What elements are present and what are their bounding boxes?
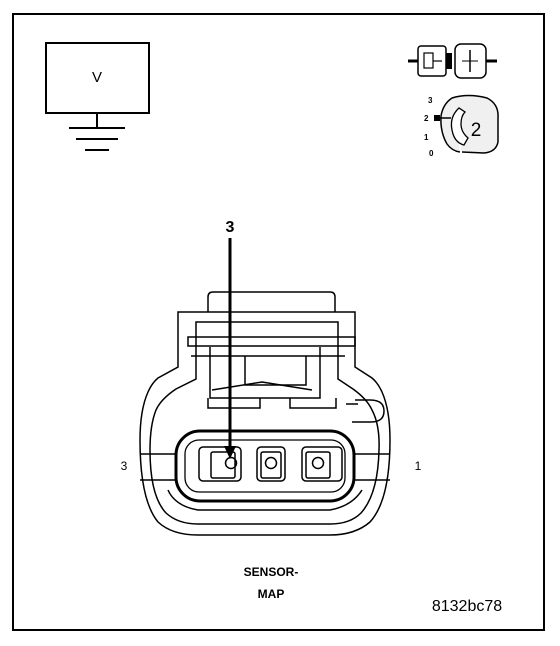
pin-cavity-3 bbox=[198, 446, 242, 482]
scale-mark-2: 2 bbox=[424, 114, 429, 123]
pin-cavity-2 bbox=[256, 446, 286, 482]
voltmeter-symbol: V bbox=[45, 42, 150, 151]
right-pin-number: 1 bbox=[415, 459, 422, 473]
probe-pin-number: 3 bbox=[226, 219, 235, 236]
connector-face bbox=[174, 429, 356, 503]
outer-frame bbox=[12, 13, 545, 631]
voltmeter-label: V bbox=[92, 69, 102, 86]
scale-mark-3: 3 bbox=[428, 96, 433, 105]
connector-name-line2: MAP bbox=[258, 587, 285, 601]
probe-lead bbox=[224, 238, 236, 459]
scale-mark-1: 1 bbox=[424, 133, 429, 142]
ground-icon bbox=[69, 127, 125, 151]
scale-mark-0: 0 bbox=[429, 149, 434, 158]
selector-knob-icon: 3 2 1 0 2 bbox=[424, 94, 499, 158]
left-pin-number: 3 bbox=[121, 459, 128, 473]
figure-id: 8132bc78 bbox=[432, 598, 502, 615]
connector-pair-icon bbox=[408, 43, 497, 79]
connector-name-line1: SENSOR- bbox=[244, 565, 299, 579]
pin-cavity-1 bbox=[301, 446, 343, 482]
selected-position-label: 2 bbox=[471, 120, 482, 141]
